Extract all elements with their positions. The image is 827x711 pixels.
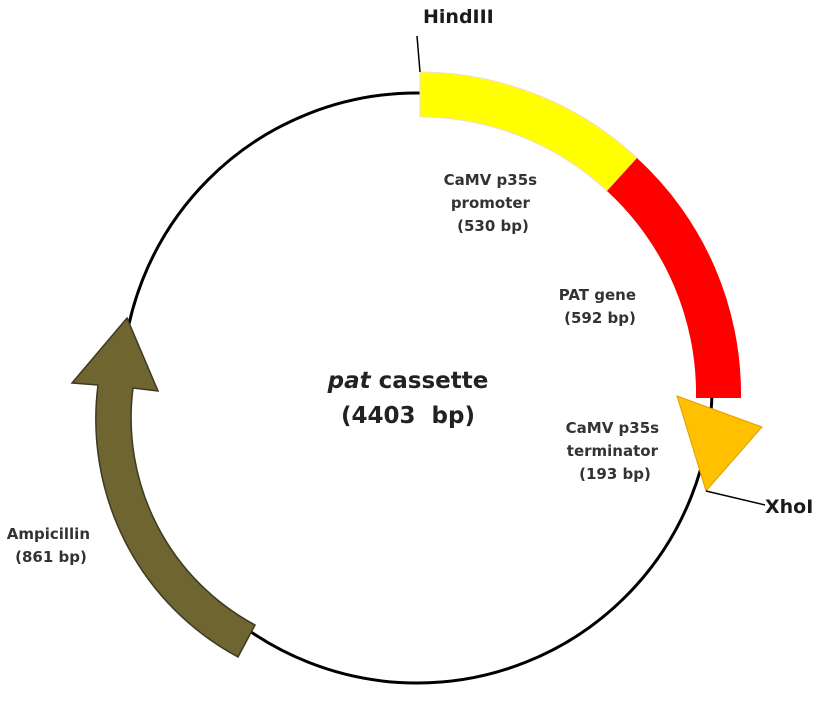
terminator-label-line2: terminator: [567, 442, 659, 460]
pat-gene-label: PAT gene (592 bp): [559, 286, 642, 327]
promoter-label-line1: CaMV p35s: [444, 171, 537, 189]
xhoi-label: XhoI: [765, 496, 813, 518]
promoter-label-line3: (530 bp): [457, 217, 529, 235]
hindiii-site-tick: [416, 35, 421, 73]
pat-gene-label-line2: (592 bp): [564, 309, 636, 327]
pat-gene-segment: [607, 158, 742, 398]
plasmid-size: (4403 bp): [341, 403, 475, 429]
terminator-label: CaMV p35s terminator (193 bp): [566, 419, 665, 483]
pat-gene-label-line1: PAT gene: [559, 286, 636, 304]
xhoi-site-tick: [705, 490, 766, 506]
terminator-arrowhead: [676, 395, 763, 493]
terminator-label-line1: CaMV p35s: [566, 419, 659, 437]
promoter-label-line2: promoter: [451, 194, 531, 212]
ampicillin-label-line2: (861 bp): [15, 548, 87, 566]
terminator-label-line3: (193 bp): [579, 465, 651, 483]
plasmid-name: pat cassette: [327, 368, 489, 394]
plasmid-name-italic: pat: [327, 368, 372, 394]
promoter-label: CaMV p35s promoter (530 bp): [444, 171, 543, 235]
ampicillin-label-line1: Ampicillin: [7, 525, 90, 543]
ampicillin-label: Ampicillin (861 bp): [7, 525, 96, 566]
plasmid-name-rest: cassette: [371, 368, 489, 394]
hindiii-label: HindIII: [423, 6, 494, 28]
ampicillin-arrow: [70, 316, 257, 659]
